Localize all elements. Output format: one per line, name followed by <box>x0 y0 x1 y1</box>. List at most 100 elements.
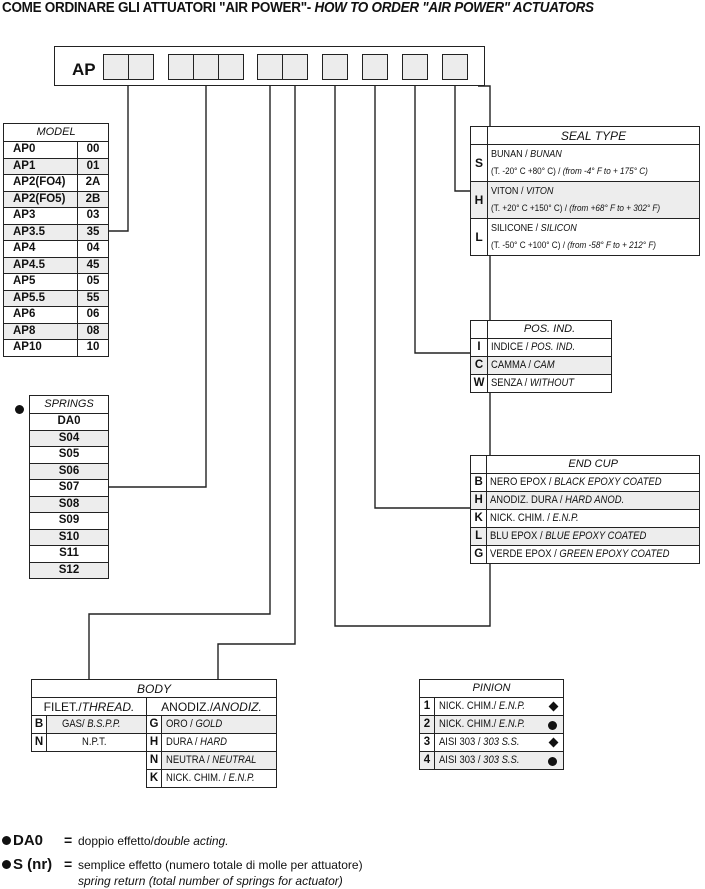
pos-ind-code: W <box>470 374 488 393</box>
code-slot-model-2[interactable] <box>128 54 154 80</box>
springs-row: S05 <box>29 446 109 464</box>
springs-marker-icon <box>15 401 24 419</box>
thread-header: FILET./THREAD. <box>31 697 147 716</box>
seal-type-name-text: VITON / VITON <box>491 183 553 200</box>
empty-cell <box>46 769 147 788</box>
legend: DA0=doppio effetto/double acting.S (nr)=… <box>2 832 702 889</box>
seal-type-code: L <box>470 218 488 256</box>
pos-ind-en: POS. IND. <box>530 341 576 353</box>
code-slot-body-2[interactable] <box>282 54 308 80</box>
legend-equals: = <box>64 832 73 848</box>
springs-code: S07 <box>29 479 109 497</box>
wire-body-thread <box>88 78 271 679</box>
code-slot-springs-1[interactable] <box>168 54 194 80</box>
seal-type-temp-f: (from -4° F to + 175° C) <box>562 166 648 177</box>
code-slot-pinion[interactable] <box>442 54 468 80</box>
diamond-icon <box>548 701 559 712</box>
code-slot-model-1[interactable] <box>103 54 129 80</box>
thread-code: B <box>31 715 47 734</box>
model-name: AP6 <box>3 306 78 324</box>
model-code: 05 <box>77 273 109 291</box>
code-slot-pos-ind[interactable] <box>362 54 388 80</box>
pos-ind-header: POS. IND. <box>487 320 612 339</box>
code-slot-end-cup[interactable] <box>322 54 348 80</box>
model-name: AP2(FO5) <box>3 190 78 208</box>
seal-type-temp: (T. -20° C +80° C) / (from -4° F to + 17… <box>491 163 699 180</box>
seal-type-name-en: BUNAN <box>530 148 562 160</box>
springs-row: S08 <box>29 495 109 513</box>
end-cup-en: BLACK EPOXY COATED <box>554 476 662 488</box>
end-cup-it: ANODIZ. DURA / <box>490 494 566 506</box>
pos-ind-code: C <box>470 356 488 375</box>
end-cup-desc: NICK. CHIM. / E.N.P. <box>486 509 700 528</box>
wire-body-anodiz <box>217 78 296 679</box>
code-slot-springs-3[interactable] <box>218 54 244 80</box>
model-code: 45 <box>77 256 109 274</box>
springs-row: S10 <box>29 528 109 546</box>
seal-type-name: VITON / VITON <box>491 183 699 200</box>
pos-ind-desc: INDICE / POS. IND. <box>487 338 612 357</box>
anodiz-text: ORO / GOLD <box>166 719 222 730</box>
anodiz-code: N <box>146 751 162 770</box>
legend-row: DA0=doppio effetto/double acting. <box>2 832 702 856</box>
pinion-desc: NICK. CHIM./ E.N.P. <box>434 697 564 716</box>
code-slot-springs-2[interactable] <box>193 54 219 80</box>
springs-code: S12 <box>29 561 109 579</box>
end-cup-text: ANODIZ. DURA / HARD ANOD. <box>490 495 624 506</box>
wire-end-cup <box>374 78 470 509</box>
seal-type-name-en: VITON <box>525 185 554 197</box>
end-cup-desc: NERO EPOX / BLACK EPOXY COATED <box>486 473 700 492</box>
anodiz-desc: DURA / HARD <box>161 733 277 752</box>
anodiz-text: DURA / HARD <box>166 737 227 748</box>
anodiz-en: NEUTRAL <box>212 754 257 766</box>
springs-row: S09 <box>29 512 109 530</box>
end-cup-it: BLU EPOX / <box>490 530 546 542</box>
code-slot-seal-type[interactable] <box>402 54 428 80</box>
legend-desc-en: double acting. <box>153 834 229 848</box>
pinion-text: NICK. CHIM./ E.N.P. <box>439 701 525 712</box>
thread-text: GAS/ B.S.P.P. <box>62 719 121 730</box>
pinion-desc: AISI 303 / 303 S.S. <box>434 751 564 770</box>
body-header: BODY <box>31 679 277 698</box>
seal-type-name: BUNAN / BUNAN <box>491 146 699 163</box>
springs-row: DA0 <box>29 413 109 431</box>
end-cup-code: L <box>469 527 488 546</box>
seal-type-name-it: SILICONE / <box>491 222 541 234</box>
model-code: 04 <box>77 240 109 258</box>
diamond-icon <box>548 737 559 748</box>
pos-ind-text: SENZA / WITHOUT <box>491 378 574 389</box>
seal-type-temp: (T. -50° C +100° C) / (from -58° F to + … <box>491 237 699 254</box>
model-row: AP2(FO5)2B <box>3 190 109 208</box>
pinion-code: 4 <box>419 751 435 770</box>
model-name: AP3 <box>3 207 78 225</box>
anodiz-text: NEUTRA / NEUTRAL <box>166 755 256 766</box>
pinion-text: AISI 303 / 303 S.S. <box>439 737 519 748</box>
model-header: MODEL <box>3 123 109 142</box>
seal-type-temp-text: (T. -50° C +100° C) / (from -58° F to + … <box>491 237 656 254</box>
legend-row: S (nr)=semplice effetto (numero totale d… <box>2 856 702 889</box>
code-slot-body-1[interactable] <box>257 54 283 80</box>
seal-type-code: H <box>470 181 488 219</box>
end-cup-it: VERDE EPOX / <box>490 548 560 560</box>
thread-it: N.P.T. <box>82 736 107 748</box>
thread-it: GAS/ <box>62 718 88 730</box>
model-name: AP0 <box>3 141 78 159</box>
title-english: HOW TO ORDER "AIR POWER" ACTUATORS <box>314 0 595 16</box>
pinion-text: AISI 303 / 303 S.S. <box>439 755 519 766</box>
empty-cell <box>46 751 147 770</box>
pos-ind-it: INDICE / <box>491 341 531 353</box>
model-name: AP5.5 <box>3 289 78 307</box>
